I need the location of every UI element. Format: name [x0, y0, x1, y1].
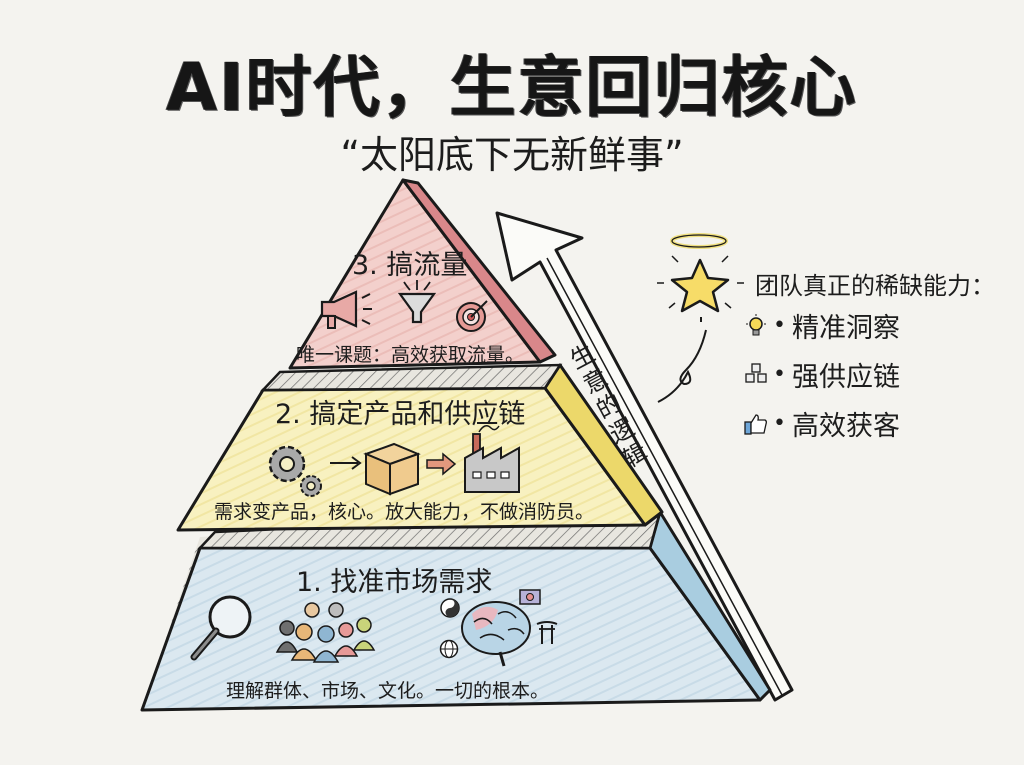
- capability-label: 强供应链: [791, 362, 900, 393]
- gears-icon: [268, 445, 322, 497]
- capability-item: • 精准洞察: [743, 306, 900, 345]
- brain-icon: [461, 601, 531, 667]
- package-box-icon: [363, 442, 421, 496]
- thumbs-up-icon: [744, 413, 767, 435]
- flag-icon: [519, 589, 541, 605]
- capabilities-heading: 团队真正的稀缺能力：: [755, 272, 995, 300]
- capability-item: • 强供应链: [743, 355, 900, 394]
- bullet: •: [773, 411, 786, 436]
- people-group-icon: [275, 602, 376, 663]
- page-title: AI时代，生意回归核心: [166, 49, 858, 126]
- megaphone-icon: [320, 290, 372, 329]
- layer-3-title: 3. 搞流量: [352, 250, 468, 281]
- capabilities-list: • 精准洞察 • 强供应链 • 高效获客: [743, 306, 900, 443]
- bullet: •: [773, 362, 786, 387]
- globe-icon: [439, 639, 459, 659]
- magnifier-icon: [190, 595, 252, 661]
- arrow-right-icon: [426, 452, 457, 476]
- arrow-right-icon: [330, 456, 362, 470]
- layer-1-title: 1. 找准市场需求: [296, 567, 493, 598]
- capability-item: • 高效获客: [743, 404, 900, 443]
- logic-arrow: [495, 211, 794, 702]
- star-halo-icon: [657, 233, 744, 403]
- capability-label: 高效获客: [791, 411, 900, 442]
- funnel-icon: [397, 280, 437, 324]
- layer-2-title: 2. 搞定产品和供应链: [275, 399, 526, 430]
- gate-icon: [536, 621, 558, 644]
- bullet: •: [773, 313, 786, 338]
- yin-yang-icon: [440, 598, 460, 618]
- target-icon: [456, 300, 488, 332]
- capability-label: 精准洞察: [791, 313, 900, 344]
- cubes-icon: [745, 362, 767, 383]
- layer-3-description: 唯一课题：高效获取流量。: [296, 344, 525, 366]
- lightbulb-icon: [746, 313, 766, 335]
- page-subtitle: “太阳底下无新鲜事”: [340, 133, 684, 177]
- layer-2-description: 需求变产品，核心。放大能力，不做消防员。: [214, 501, 595, 523]
- factory-icon: [464, 425, 520, 493]
- layer-1-description: 理解群体、市场、文化。一切的根本。: [226, 680, 550, 702]
